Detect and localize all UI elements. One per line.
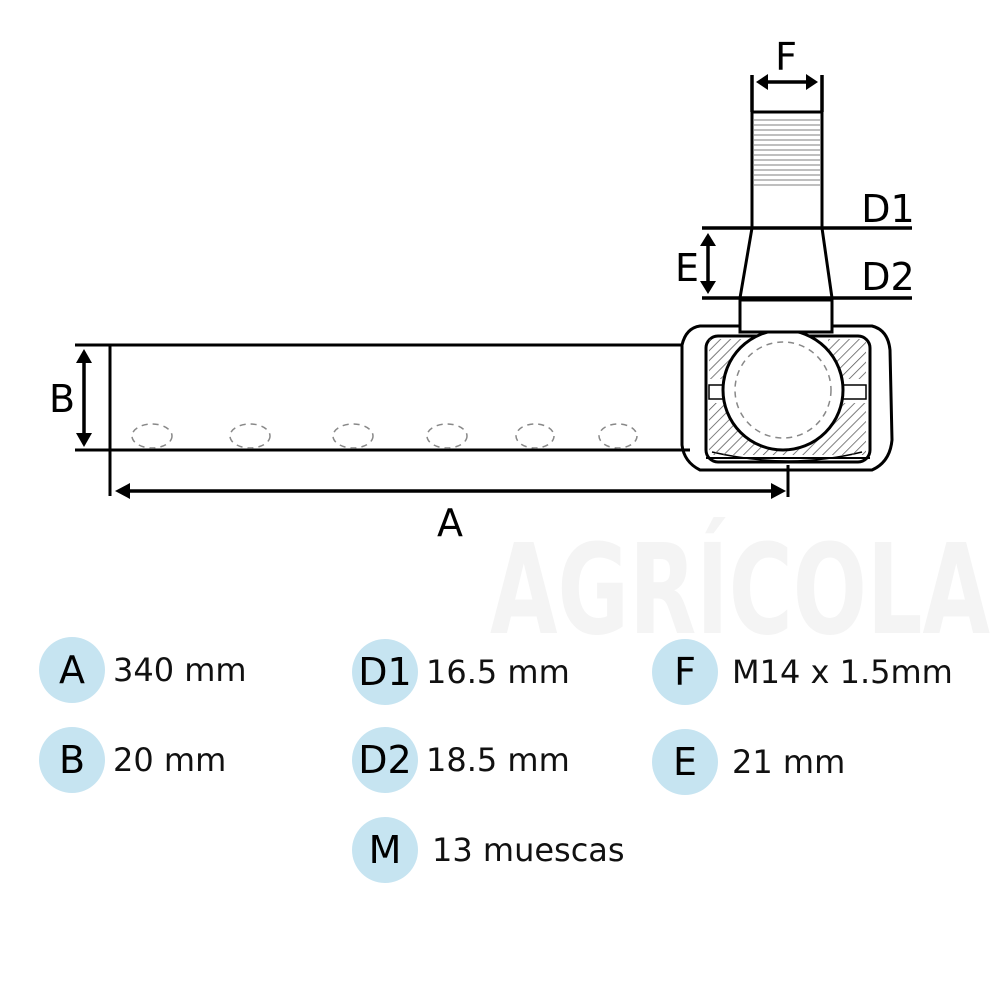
label-d1: D1 [861,187,914,231]
spec-value: 20 mm [113,741,227,779]
spec-value: 21 mm [732,743,846,781]
spec-value: 16.5 mm [426,653,570,691]
spec-value: 13 muescas [432,831,625,869]
spec-value: 18.5 mm [426,741,570,779]
label-a: A [437,501,463,545]
spec-d2: D2 18.5 mm [352,727,570,793]
spec-a: A 340 mm [39,637,247,703]
thread [754,119,820,186]
label-b: B [49,377,75,421]
spec-value: M14 x 1.5mm [732,653,953,691]
spec-badge: M [352,817,418,883]
watermark: AGRÍCOLA [490,517,990,663]
spec-value: 340 mm [113,651,247,689]
spec-badge: D1 [352,639,418,705]
spec-badge: B [39,727,105,793]
spec-d1: D1 16.5 mm [352,639,570,705]
spec-f: F M14 x 1.5mm [652,639,953,705]
spec-badge: D2 [352,727,418,793]
label-e: E [675,246,699,290]
spec-m: M 13 muescas [352,817,625,883]
spec-b: B 20 mm [39,727,226,793]
spec-badge: F [652,639,718,705]
label-f: F [775,35,797,79]
spec-e: E 21 mm [652,729,845,795]
spec-badge: A [39,637,105,703]
label-d2: D2 [861,255,914,299]
spec-badge: E [652,729,718,795]
